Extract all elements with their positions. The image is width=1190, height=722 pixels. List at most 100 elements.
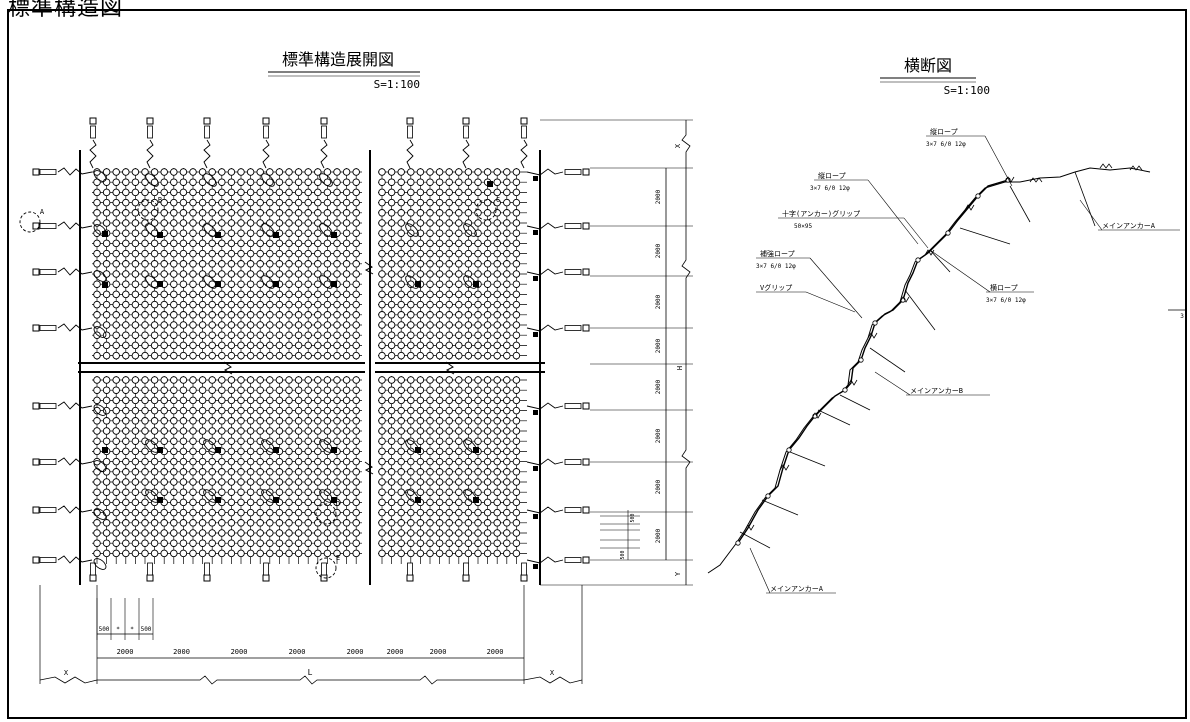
grip-circle	[131, 457, 140, 466]
grip-circle	[246, 178, 255, 186]
grip-circle	[246, 468, 255, 476]
anchor-rope	[57, 323, 93, 332]
grip-circle	[397, 417, 405, 425]
rope-loop	[145, 275, 159, 289]
anchor-plate	[331, 281, 337, 287]
grip-circle	[416, 478, 425, 486]
grip-circle	[294, 280, 303, 288]
grip-circle	[483, 396, 492, 405]
anchor-top	[406, 117, 414, 125]
grip-circle	[275, 376, 284, 384]
left-view-title: 標準構造展開図	[282, 50, 394, 69]
grip-circle	[294, 427, 303, 435]
grip-circle	[445, 311, 453, 319]
grip-circle	[503, 311, 511, 319]
grip-circle	[93, 488, 101, 496]
grip-circle	[189, 549, 197, 558]
grip-circle	[342, 229, 351, 237]
grip-circle	[378, 351, 386, 360]
grip-circle	[493, 427, 501, 435]
grip-circle	[160, 406, 168, 415]
dimension-h-label: H	[676, 366, 684, 370]
grip-circle	[455, 386, 463, 394]
grip-circle	[189, 300, 197, 309]
grip-circle	[266, 417, 274, 425]
grip-circle	[246, 529, 255, 537]
anchor-label-box	[263, 125, 269, 139]
section-grip	[786, 447, 792, 453]
grip-circle	[378, 488, 386, 496]
grip-circle	[397, 341, 405, 350]
grip-circle	[493, 341, 501, 350]
section-grip-mark	[811, 412, 822, 419]
grip-circle	[304, 539, 312, 547]
rope-loop	[145, 173, 159, 187]
grip-circle	[314, 280, 322, 288]
grip-circle	[131, 341, 140, 350]
rope-loop	[145, 439, 159, 453]
grip-circle	[150, 519, 159, 527]
grip-circle	[170, 300, 178, 309]
grip-circle	[93, 417, 101, 425]
grip-circle	[208, 311, 216, 319]
grip-circle	[387, 447, 396, 456]
grip-circle	[102, 168, 111, 176]
anchor-left	[32, 506, 40, 514]
grip-circle	[93, 437, 101, 445]
grip-circle	[179, 249, 188, 258]
grip-circle	[294, 457, 303, 466]
grip-circle	[208, 260, 216, 268]
grip-circle	[426, 351, 434, 360]
grip-circle	[131, 386, 140, 394]
grip-circle	[246, 239, 255, 248]
bottom-dimension-text: 2000	[430, 648, 447, 656]
grip-circle	[483, 529, 492, 537]
grip-circle	[266, 270, 274, 278]
grip-circle	[150, 341, 159, 350]
grip-circle	[387, 386, 396, 394]
grip-circle	[314, 427, 322, 435]
grip-circle	[131, 260, 140, 268]
grip-circle	[237, 188, 245, 197]
grip-circle	[256, 270, 264, 278]
grip-circle	[131, 311, 140, 319]
grip-circle	[333, 168, 341, 176]
grip-circle	[237, 270, 245, 278]
anchor-left	[32, 556, 40, 564]
grip-circle	[333, 351, 341, 360]
grip-circle	[237, 260, 245, 268]
grip-circle	[397, 290, 405, 299]
grip-circle	[503, 198, 511, 207]
grip-circle	[445, 188, 453, 197]
grip-circle	[512, 549, 521, 558]
grip-circle	[474, 321, 482, 329]
grip-circle	[102, 260, 111, 268]
anchor-plate	[487, 181, 493, 187]
grip-circle	[464, 406, 473, 415]
grip-circle	[378, 168, 386, 176]
grip-circle	[256, 427, 264, 435]
grip-circle	[304, 209, 312, 217]
grip-circle	[387, 498, 396, 507]
section-label-sub: 3×7 6/0 12φ	[926, 141, 966, 148]
grip-circle	[387, 519, 396, 527]
grip-circle	[314, 457, 322, 466]
grip-circle	[323, 311, 332, 319]
grip-circle	[407, 396, 415, 405]
grip-circle	[464, 386, 473, 394]
anchor-plate	[331, 232, 337, 238]
grip-circle	[352, 341, 360, 350]
grip-circle	[122, 417, 130, 425]
section-label: 十字(アンカー)グリップ	[782, 209, 860, 218]
grip-circle	[445, 249, 453, 258]
grip-circle	[170, 519, 178, 527]
grip-circle	[435, 539, 444, 547]
grip-circle	[352, 376, 360, 384]
grip-circle	[483, 300, 492, 309]
grip-circle	[227, 468, 236, 476]
rope-loop	[203, 489, 217, 503]
grip-circle	[266, 311, 274, 319]
grip-circle	[407, 209, 415, 217]
grip-circle	[218, 331, 226, 339]
